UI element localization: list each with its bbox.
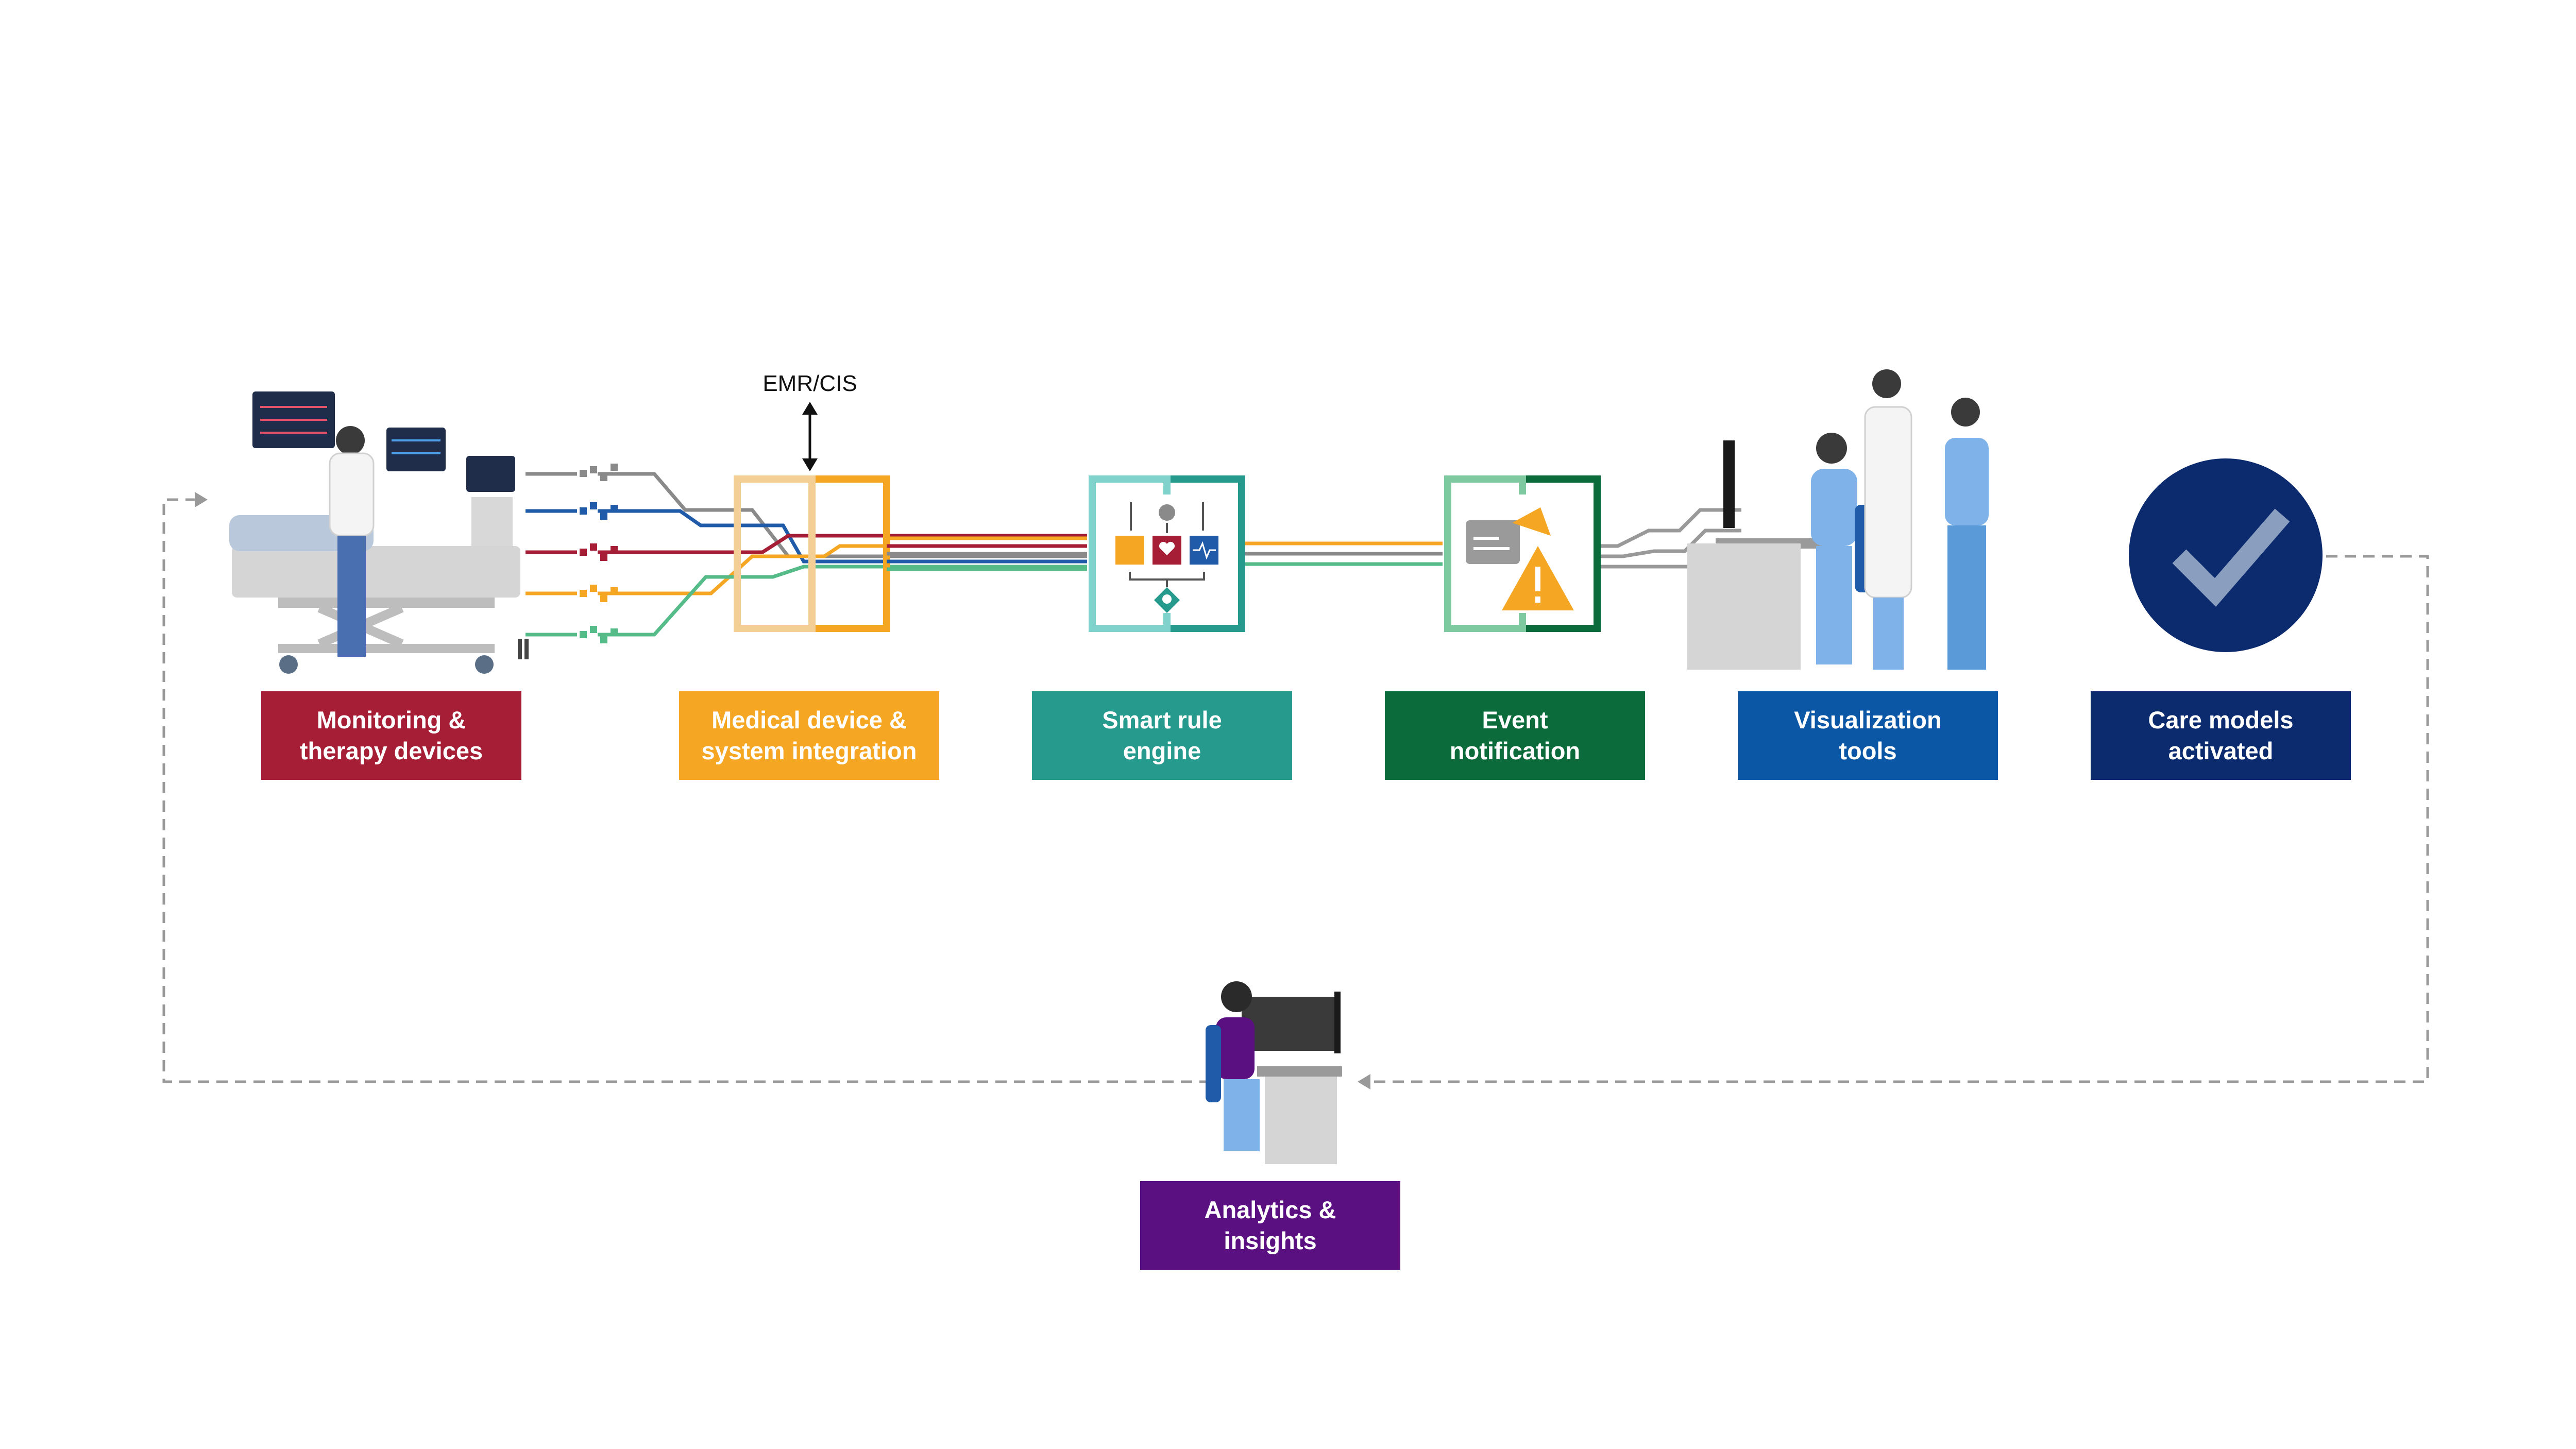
rule-engine-box — [1089, 475, 1245, 632]
analytics-label-line1: Analytics & — [1204, 1196, 1336, 1223]
rule-engine-label: Smart rule engine — [1032, 691, 1292, 780]
rule-engine-label-line1: Smart rule — [1102, 706, 1222, 734]
feedback-loop — [162, 498, 2429, 1083]
rule-engine-label-line2: engine — [1123, 737, 1201, 764]
care-models-label: Care models activated — [2091, 691, 2351, 780]
analyst-illustration — [1206, 981, 1342, 1164]
integration-label: Medical device & system integration — [679, 691, 939, 780]
monitoring-label-line2: therapy devices — [299, 737, 483, 764]
gear-icon — [1159, 504, 1175, 521]
visualization-label-line1: Visualization — [1794, 706, 1942, 734]
bell-icon — [1512, 507, 1551, 536]
checkmark-icon — [2129, 458, 2323, 652]
desk-monitor — [1723, 440, 1735, 528]
notification-box — [1444, 475, 1601, 632]
notification-label-line2: notification — [1449, 737, 1581, 764]
message-icon — [1466, 520, 1520, 564]
analyst-monitors — [1242, 997, 1334, 1051]
loop-arrow-analytics — [1358, 1074, 1370, 1089]
connector-dots — [580, 464, 618, 643]
monitor-screen-right — [466, 456, 515, 492]
notification-label: Event notification — [1385, 691, 1645, 780]
care-models-label-line2: activated — [2168, 737, 2274, 764]
visualization-label-line2: tools — [1839, 737, 1897, 764]
care-models-label-line1: Care models — [2148, 706, 2294, 734]
hospital-bed-illustration — [229, 391, 529, 674]
integration-output-lines — [887, 536, 1087, 571]
integration-label-line2: system integration — [701, 737, 917, 764]
visualization-label: Visualization tools — [1738, 691, 1998, 780]
monitoring-label: Monitoring & therapy devices — [261, 691, 521, 780]
lungs-icon — [1115, 536, 1144, 565]
clinicians-illustration — [1687, 369, 1989, 670]
analytics-label-line2: insights — [1224, 1227, 1317, 1254]
rule-output-lines — [1242, 541, 1443, 566]
monitor-screen-center — [386, 428, 446, 471]
notification-label-line1: Event — [1482, 706, 1548, 734]
analytics-label: Analytics & insights — [1140, 1181, 1400, 1270]
emr-arrow — [802, 402, 818, 471]
loop-arrow-monitoring — [195, 492, 208, 507]
emr-cis-label: EMR/CIS — [762, 371, 857, 396]
integration-label-line1: Medical device & — [711, 706, 907, 734]
monitoring-label-line1: Monitoring & — [316, 706, 466, 734]
